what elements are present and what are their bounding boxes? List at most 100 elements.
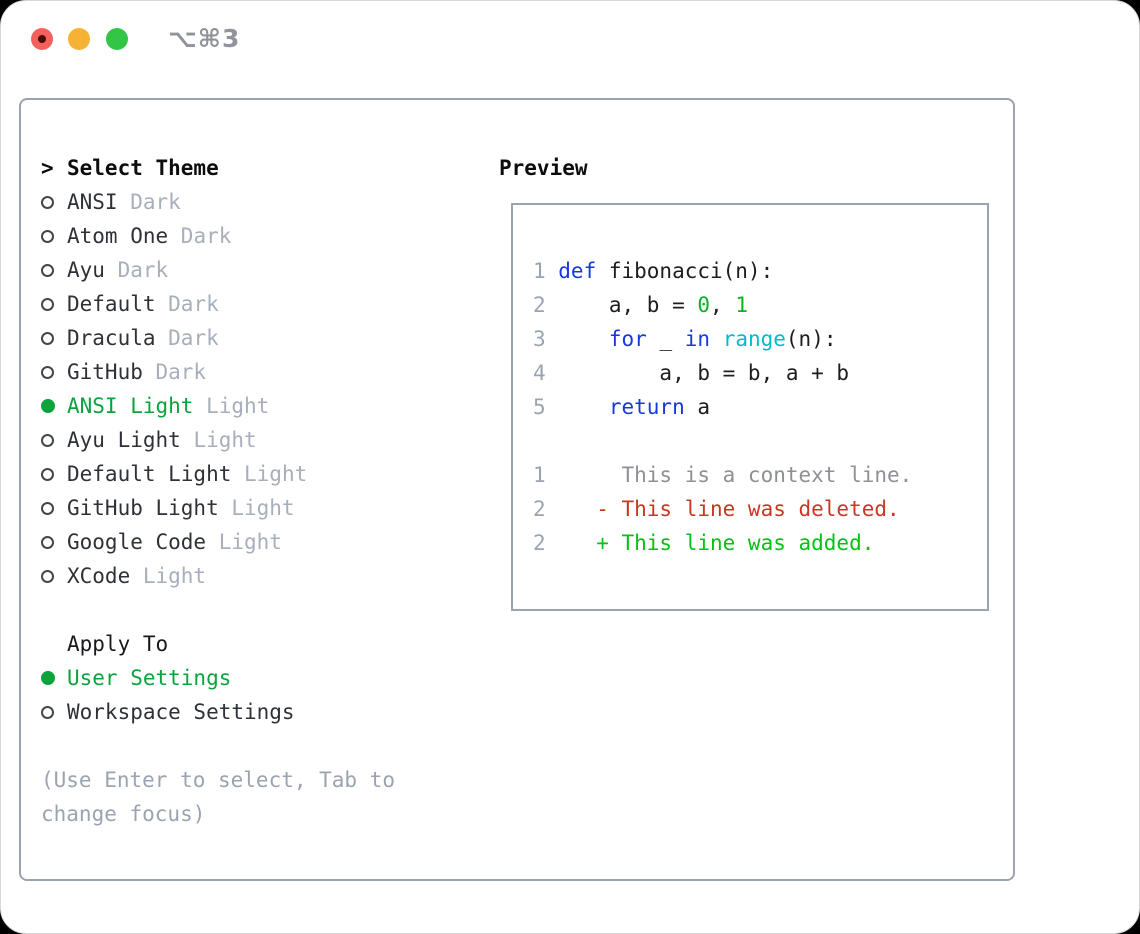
- code-token-deleted: - This line was deleted.: [558, 497, 900, 521]
- theme-option[interactable]: GitHub Dark: [41, 355, 491, 389]
- line-number: 2: [533, 531, 546, 555]
- theme-list-title: Select Theme: [67, 156, 219, 180]
- theme-name: Atom One: [67, 224, 169, 248]
- zoom-button[interactable]: [106, 28, 128, 50]
- radio-icon: [41, 467, 54, 481]
- apply-to-label: Workspace Settings: [67, 700, 295, 724]
- theme-option[interactable]: Dracula Dark: [41, 321, 491, 355]
- apply-to-header: Apply To: [41, 627, 491, 661]
- theme-tag: Light: [206, 394, 270, 418]
- radio-icon: [41, 331, 54, 345]
- apply-to-title: Apply To: [67, 632, 169, 656]
- line-number: 1: [533, 259, 546, 283]
- theme-name: ANSI Light: [67, 394, 194, 418]
- theme-tag: Light: [218, 530, 282, 554]
- code-token-plain: a, b = b, a + b: [558, 361, 850, 385]
- radio-icon: [41, 229, 54, 243]
- code-content: a, b = 0, 1: [558, 288, 748, 322]
- theme-option[interactable]: Atom One Dark: [41, 219, 491, 253]
- code-line: 4 a, b = b, a + b: [533, 356, 912, 390]
- code-line: 2 a, b = 0, 1: [533, 288, 912, 322]
- keyboard-hint: (Use Enter to select, Tab to change focu…: [41, 768, 396, 826]
- theme-tag: Light: [142, 564, 207, 588]
- code-token-plain: fibonacci(n):: [596, 259, 774, 283]
- theme-tag: Light: [244, 462, 308, 486]
- titlebar: ⌥⌘3: [1, 1, 1139, 77]
- code-token-plain: a, b =: [558, 293, 698, 317]
- theme-option[interactable]: GitHub Light Light: [41, 491, 491, 525]
- theme-name: Ayu: [67, 258, 105, 282]
- code-token-number: 0: [697, 293, 711, 317]
- line-number: 4: [533, 361, 546, 385]
- theme-name: Dracula: [67, 326, 156, 350]
- code-line: 3 for _ in range(n):: [533, 322, 912, 356]
- line-number: 3: [533, 327, 546, 351]
- theme-name: Default Light: [67, 462, 232, 486]
- theme-tag: Dark: [130, 190, 181, 214]
- theme-tag: Light: [193, 428, 257, 452]
- theme-tag: Dark: [168, 292, 219, 316]
- radio-icon: [41, 297, 54, 311]
- line-number: 2: [533, 293, 546, 317]
- radio-icon: [41, 433, 54, 447]
- theme-name: XCode: [67, 564, 131, 588]
- radio-icon: [41, 365, 54, 379]
- code-token-plain: [558, 327, 609, 351]
- theme-tag: Dark: [168, 326, 219, 350]
- theme-tag: Dark: [117, 258, 169, 282]
- code-token-function: range: [722, 327, 786, 351]
- theme-name: GitHub: [67, 360, 143, 384]
- theme-option[interactable]: Default Light Light: [41, 457, 491, 491]
- minimize-button[interactable]: [68, 28, 90, 50]
- theme-selector: > Select Theme ANSI Dark Atom One Dark A…: [41, 151, 491, 831]
- radio-icon: [41, 705, 54, 719]
- code-token-keyword: in: [684, 327, 711, 351]
- main-panel: > Select Theme ANSI Dark Atom One Dark A…: [19, 98, 1015, 881]
- code-token-plain: [558, 395, 609, 419]
- code-content: - This line was deleted.: [558, 492, 899, 526]
- code-content: for _ in range(n):: [558, 322, 837, 356]
- theme-option[interactable]: Google Code Light: [41, 525, 491, 559]
- code-token-keyword: return: [608, 395, 685, 419]
- code-token-keyword: def: [558, 259, 597, 283]
- code-token-number: 1: [735, 293, 748, 317]
- theme-name: GitHub Light: [67, 496, 219, 520]
- theme-list: ANSI Dark Atom One Dark Ayu Dark Default…: [41, 185, 491, 593]
- theme-tag: Dark: [155, 360, 207, 384]
- spacer: [41, 593, 491, 627]
- apply-to-list: User Settings Workspace Settings: [41, 661, 491, 729]
- code-content: This is a context line.: [558, 458, 912, 492]
- theme-name: Ayu Light: [67, 428, 181, 452]
- focus-caret-icon: >: [41, 156, 54, 180]
- radio-icon: [41, 569, 54, 583]
- theme-option[interactable]: XCode Light: [41, 559, 491, 593]
- code-token-plain: [710, 327, 723, 351]
- radio-selected-icon: [41, 399, 55, 413]
- theme-option[interactable]: ANSI Dark: [41, 185, 491, 219]
- code-content: def fibonacci(n):: [558, 254, 773, 288]
- theme-option[interactable]: Default Dark: [41, 287, 491, 321]
- apply-to-option[interactable]: Workspace Settings: [41, 695, 491, 729]
- radio-icon: [41, 535, 54, 549]
- theme-tag: Dark: [180, 224, 232, 248]
- code-line: 1 This is a context line.: [533, 458, 912, 492]
- radio-icon: [41, 263, 54, 277]
- code-line: [533, 424, 912, 458]
- apply-to-option[interactable]: User Settings: [41, 661, 491, 695]
- theme-option[interactable]: ANSI Light Light: [41, 389, 491, 423]
- theme-option[interactable]: Ayu Light Light: [41, 423, 491, 457]
- code-token-context: This is a context line.: [558, 463, 913, 487]
- theme-tag: Light: [231, 496, 295, 520]
- preview-title: Preview: [499, 156, 588, 180]
- code-content: + This line was added.: [558, 526, 874, 560]
- theme-list-header: > Select Theme: [41, 151, 491, 185]
- close-button[interactable]: [31, 28, 53, 50]
- code-token-plain: _: [646, 327, 685, 351]
- apply-to-label: User Settings: [67, 666, 232, 690]
- theme-name: Google Code: [67, 530, 207, 554]
- radio-selected-icon: [41, 671, 55, 685]
- line-number: 1: [533, 463, 546, 487]
- code-token-added: + This line was added.: [558, 531, 875, 555]
- theme-option[interactable]: Ayu Dark: [41, 253, 491, 287]
